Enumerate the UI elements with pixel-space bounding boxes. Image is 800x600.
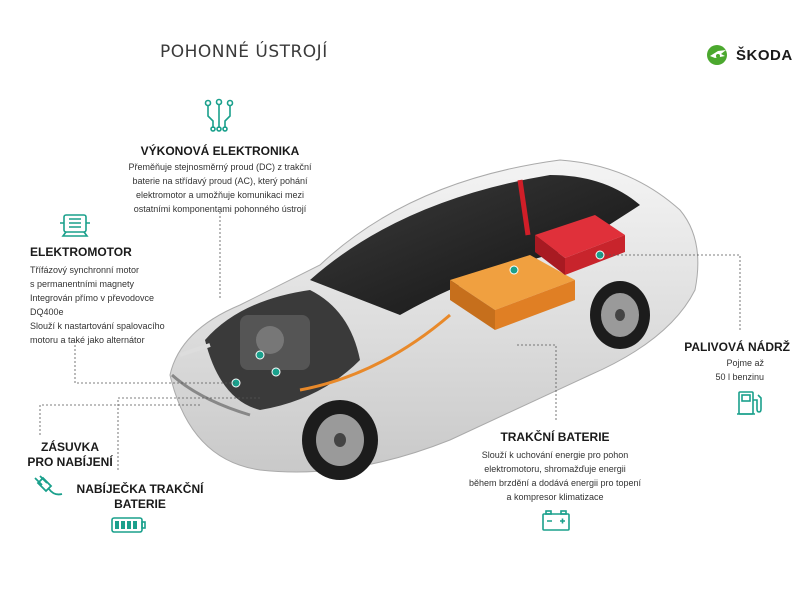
description-line: a kompresor klimatizace <box>506 492 604 502</box>
car-battery-icon <box>542 510 570 531</box>
heading-line: ZÁSUVKA <box>40 440 99 454</box>
electric-motor-heading: ELEKTROMOTOR <box>30 245 132 259</box>
electric-motor-icon <box>60 214 90 237</box>
fuel-pump-icon <box>737 391 762 415</box>
charging-socket-heading: ZÁSUVKA PRO NABÍJENÍ <box>25 440 115 470</box>
description-line: elektromotoru, shromažďuje energii <box>484 464 626 474</box>
description-line: Přeměňuje stejnosměrný proud (DC) z trak… <box>128 162 312 172</box>
heading-line: BATERIE <box>114 497 166 511</box>
charging-plug-icon <box>34 475 63 496</box>
description-line: motoru a také jako alternátor <box>30 335 145 345</box>
heading-line: PRO NABÍJENÍ <box>27 455 113 469</box>
description-line: Slouží k nastartování spalovacího <box>30 321 165 331</box>
description-line: DQ400e <box>30 307 64 317</box>
electric-motor-description: Třífázový synchronní motor s permanentní… <box>30 263 200 347</box>
heading-line: NABÍJEČKA TRAKČNÍ <box>76 482 204 496</box>
description-line: Pojme až <box>726 358 764 368</box>
description-line: baterie na střídavý proud (AC), který po… <box>132 176 308 186</box>
fuel-tank-heading: PALIVOVÁ NÁDRŽ <box>684 340 790 354</box>
battery-level-icon <box>111 517 146 533</box>
description-line: s permanentními magnety <box>30 279 135 289</box>
description-line: během brzdění a dodává energii pro topen… <box>468 478 642 488</box>
battery-charger-heading: NABÍJEČKA TRAKČNÍ BATERIE <box>70 482 210 512</box>
description-line: Integrován přímo v převodovce <box>30 293 155 303</box>
brand-name: ŠKODA <box>736 46 793 64</box>
description-line: Třífázový synchronní motor <box>30 265 140 275</box>
page-title: POHONNÉ ÚSTROJÍ <box>160 42 328 62</box>
power-electronics-heading: VÝKONOVÁ ELEKTRONIKA <box>140 144 300 158</box>
traction-battery-description: Slouží k uchování energie pro pohon elek… <box>455 448 655 504</box>
skoda-logo-icon <box>707 45 727 65</box>
circuit-icon <box>204 98 234 132</box>
traction-battery-heading: TRAKČNÍ BATERIE <box>500 430 610 444</box>
description-line: ostatními komponentami pohonného ústrojí <box>133 204 307 214</box>
power-electronics-description: Přeměňuje stejnosměrný proud (DC) z trak… <box>105 160 335 216</box>
fuel-tank-description: Pojme až 50 l benzinu <box>640 356 764 384</box>
description-line: Slouží k uchování energie pro pohon <box>481 450 629 460</box>
brand: ŠKODA <box>706 44 793 66</box>
description-line: elektromotor a umožňuje komunikaci mezi <box>135 190 305 200</box>
description-line: 50 l benzinu <box>715 372 764 382</box>
